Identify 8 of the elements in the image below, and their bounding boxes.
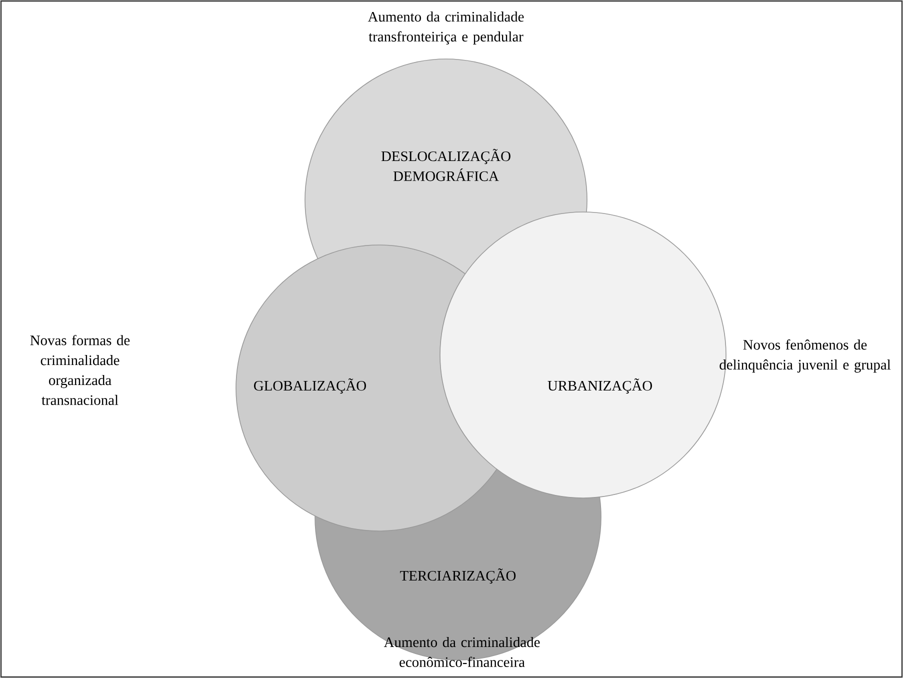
circle-label: URBANIZAÇÃO <box>548 378 652 394</box>
circle-label: DESLOCALIZAÇÃO DEMOGRÁFICA <box>381 148 510 182</box>
outcome-text: Aumento da criminalidade transfronteiriça e pendular <box>368 11 524 44</box>
outcome-text: Novos fenômenos de delinquência juvenil e grupal <box>720 339 891 373</box>
outcome-text: Novas formas de criminalidade organizada transnacional <box>30 334 130 406</box>
outcome-text: Aumento da criminalidade econômico-financeira <box>384 636 540 668</box>
circle-label: GLOBALIZAÇÃO <box>254 378 366 394</box>
circle-label: TERCIARIZAÇÃO <box>400 568 516 584</box>
